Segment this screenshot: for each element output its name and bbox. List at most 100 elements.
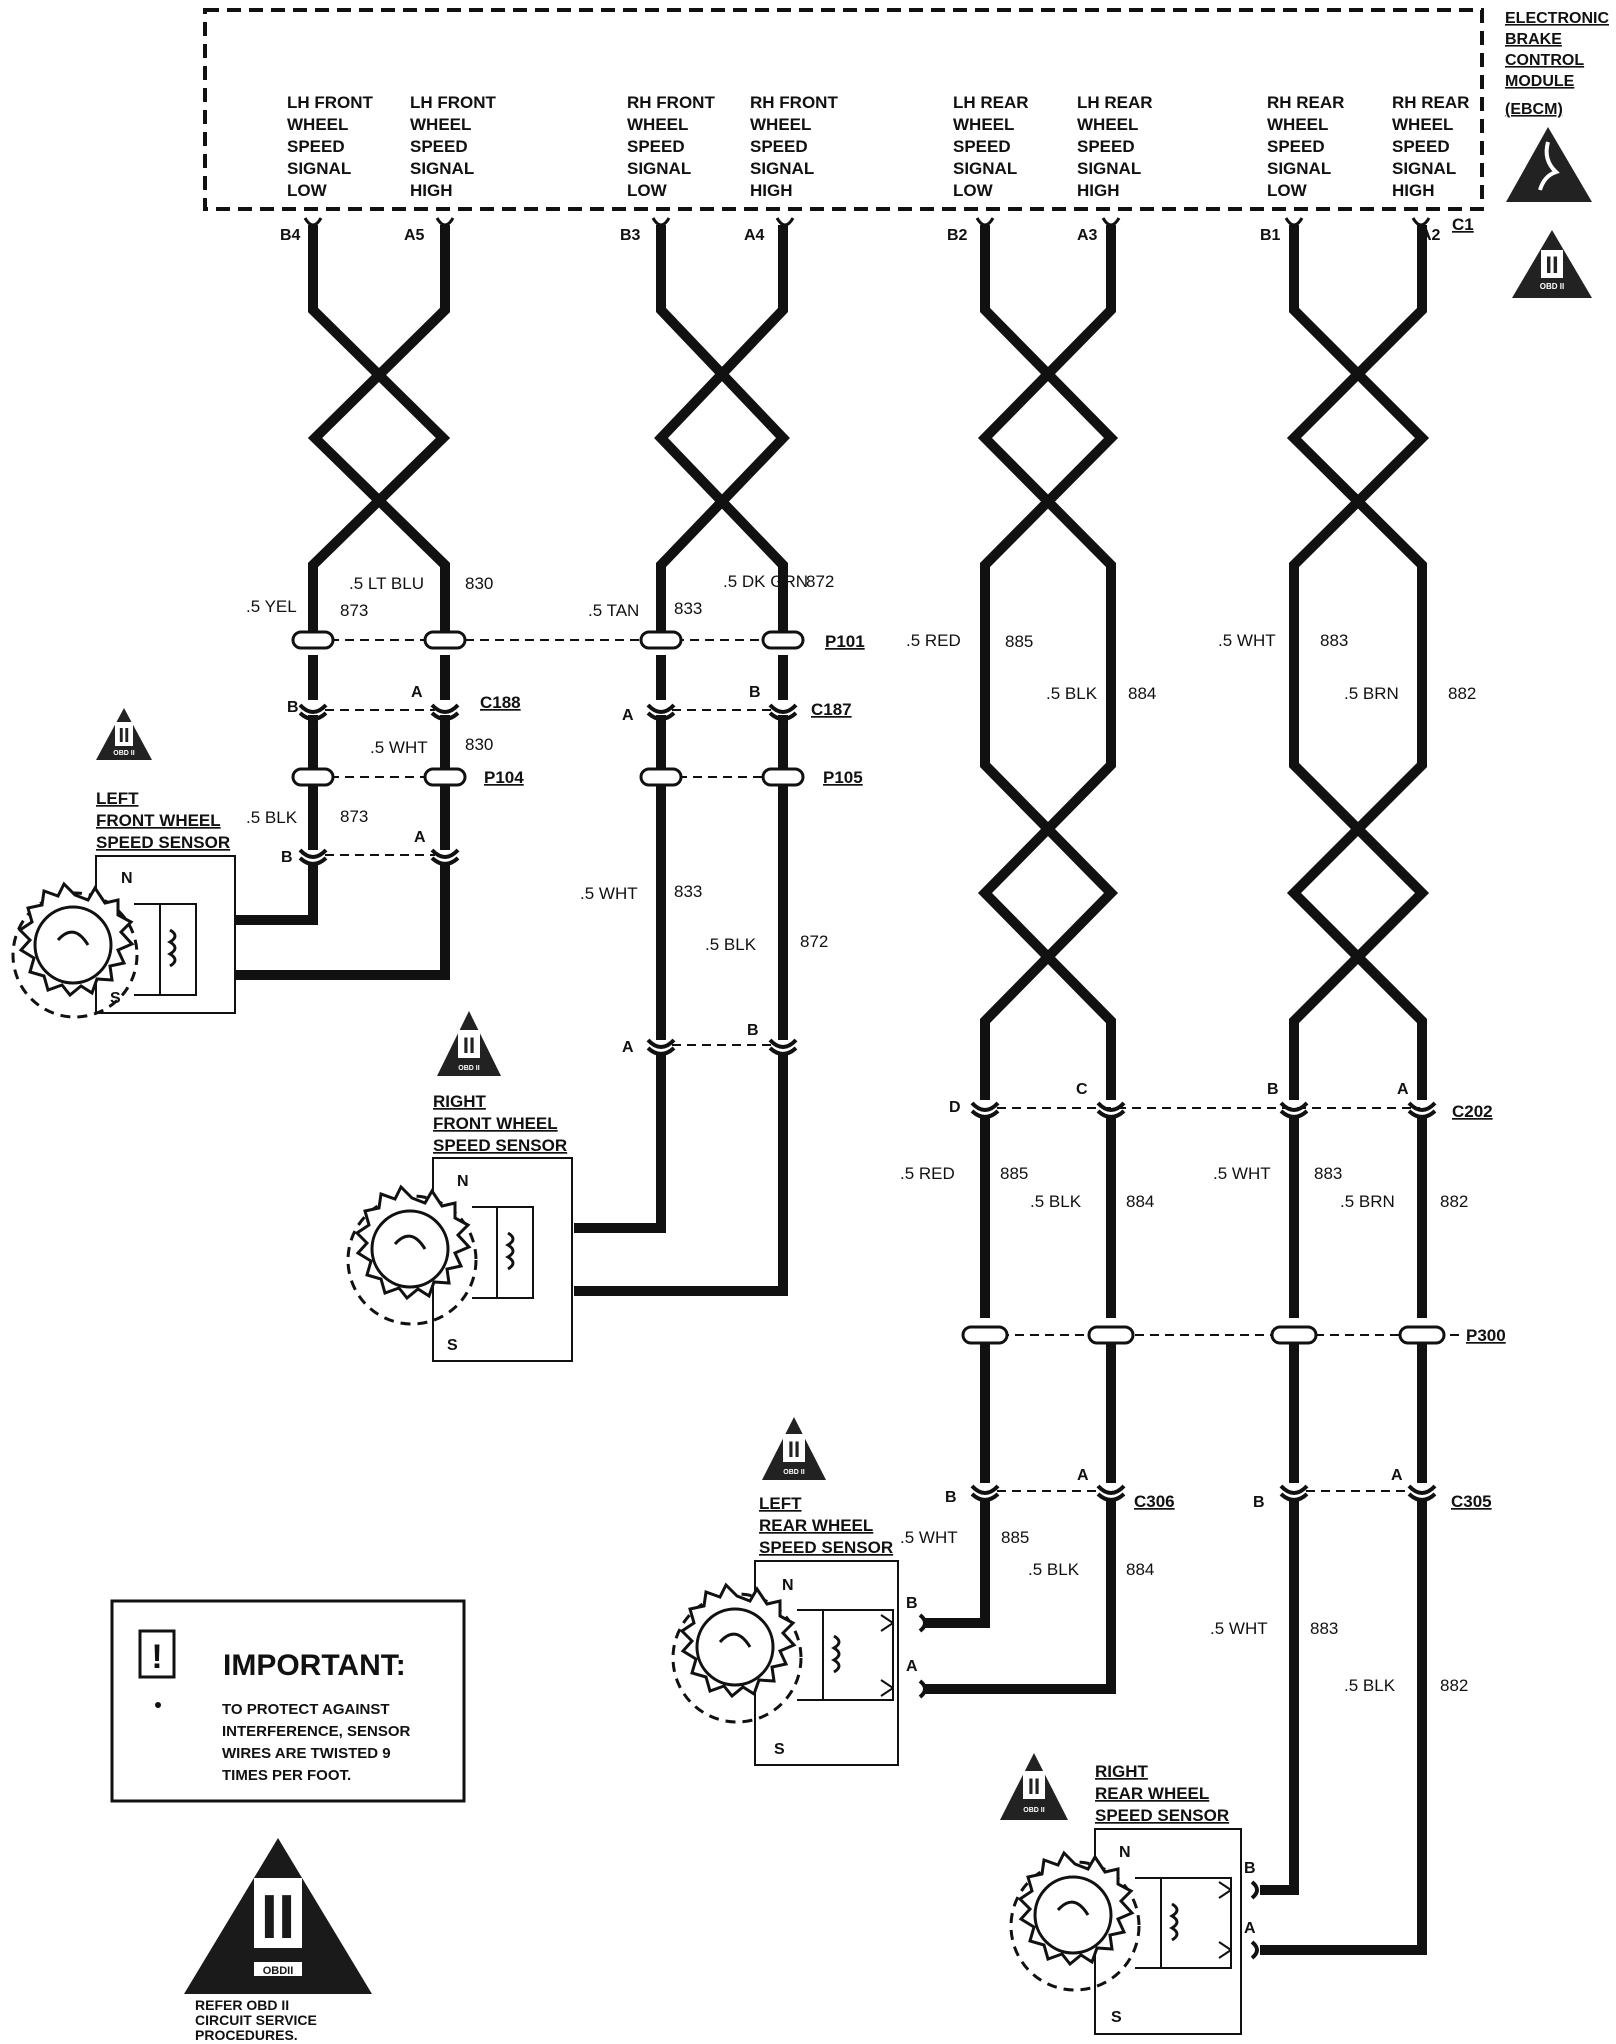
diagram-label: B <box>287 699 299 716</box>
diagram-label: C202 <box>1452 1102 1493 1121</box>
diagram-label: C306 <box>1134 1492 1175 1511</box>
diagram-label: C305 <box>1451 1492 1492 1511</box>
pin-a4: A4 <box>744 227 765 244</box>
ebcm-module: ELECTRONIC BRAKE CONTROL MODULE (EBCM) C… <box>203 8 1609 234</box>
diagram-label: FRONT WHEEL <box>433 1114 558 1133</box>
terminal-labels: LH FRONT WHEEL SPEED SIGNAL LOW LH FRONT WHEE… <box>287 93 1469 200</box>
diagram-label: 884 <box>1126 1192 1154 1211</box>
module-terminal-cups <box>303 217 1431 227</box>
diagram-label: REAR WHEEL <box>1095 1784 1209 1803</box>
diagram-label: .5 WHT <box>370 738 428 757</box>
diagram-label: II <box>261 1883 295 1952</box>
diagram-label: N <box>1119 1844 1131 1861</box>
diagram-label: LOW <box>953 181 994 200</box>
diagram-label: HIGH <box>410 181 453 200</box>
diagram-label: RH FRONT <box>750 93 838 112</box>
diagram-label: OBD II <box>113 750 134 757</box>
wire-lr-low <box>925 225 1119 1628</box>
diagram-label: .5 BLK <box>246 808 298 827</box>
diagram-label: HIGH <box>1392 181 1435 200</box>
diagram-label: A <box>1077 1467 1089 1484</box>
diagram-label: SPEED SENSOR <box>1095 1806 1229 1825</box>
diagram-label: 883 <box>1314 1164 1342 1183</box>
pin-b4: B4 <box>280 227 301 244</box>
left-rear-wheel-speed-sensor: LEFT REAR WHEEL SPEED SENSOR N S B A <box>671 1494 927 1766</box>
diagram-label: P101 <box>825 632 865 651</box>
diagram-label: WHEEL <box>1267 115 1328 134</box>
diagram-label: SIGNAL <box>1267 159 1331 178</box>
wire-rr-low <box>1260 225 1430 1895</box>
diagram-label: A <box>622 1039 634 1056</box>
diagram-label: PROCEDURES. <box>195 2027 298 2043</box>
connector-lf-sensor: B A <box>281 829 460 866</box>
diagram-label: .5 RED <box>906 631 961 650</box>
wire-lr-high <box>925 225 1116 1694</box>
diagram-label: SPEED SENSOR <box>759 1538 893 1557</box>
diagram-label: RIGHT <box>1095 1762 1149 1781</box>
connector-p101: P101 <box>291 630 865 651</box>
diagram-label: .5 BLK <box>1344 1676 1396 1695</box>
diagram-label: .5 BLK <box>705 935 757 954</box>
diagram-label: SIGNAL <box>1077 159 1141 178</box>
diagram-label: LH FRONT <box>410 93 497 112</box>
diagram-label: P105 <box>823 768 863 787</box>
diagram-label: LOW <box>627 181 668 200</box>
diagram-label: .5 RED <box>900 1164 955 1183</box>
diagram-label: II <box>463 1033 475 1058</box>
pin-a3: A3 <box>1077 227 1098 244</box>
obd-ii-triangle-icon: II OBD II <box>762 1417 826 1480</box>
diagram-label: 882 <box>1440 1676 1468 1695</box>
diagram-label: WHEEL <box>953 115 1014 134</box>
inline-connectors: P101 B A C188 A B C187 P104 <box>281 630 1506 1511</box>
diagram-label: A <box>906 1658 918 1675</box>
pin-b2: B2 <box>947 227 968 244</box>
diagram-label: SIGNAL <box>627 159 691 178</box>
pin-a5: A5 <box>404 227 425 244</box>
diagram-label: 882 <box>1448 684 1476 703</box>
diagram-label: HIGH <box>750 181 793 200</box>
diagram-label: LEFT <box>759 1494 802 1513</box>
diagram-label: INTERFERENCE, SENSOR <box>222 1723 411 1740</box>
diagram-label: B <box>1253 1494 1265 1511</box>
diagram-label: II <box>1545 252 1558 279</box>
diagram-label: 883 <box>1320 631 1348 650</box>
diagram-label: S <box>1111 2009 1122 2026</box>
diagram-label: C <box>1076 1081 1088 1098</box>
diagram-label: N <box>457 1173 469 1190</box>
diagram-label: TO PROTECT AGAINST <box>222 1701 390 1718</box>
diagram-label: SPEED <box>410 137 468 156</box>
diagram-label: B <box>945 1489 957 1506</box>
wire-rf-low <box>574 225 790 1233</box>
diagram-label: A <box>1244 1920 1256 1937</box>
diagram-label: .5 BRN <box>1340 1192 1395 1211</box>
diagram-label: TIMES PER FOOT. <box>222 1767 351 1784</box>
diagram-label: REAR WHEEL <box>759 1516 873 1535</box>
diagram-label: S <box>774 1741 785 1758</box>
diagram-label: LH FRONT <box>287 93 374 112</box>
diagram-label: WHEEL <box>287 115 348 134</box>
diagram-label: S <box>447 1337 458 1354</box>
diagram-label: .5 WHT <box>1218 631 1276 650</box>
right-front-wheel-speed-sensor: RIGHT FRONT WHEEL SPEED SENSOR N S <box>346 1092 573 1362</box>
connector-c202: D C B A C202 <box>949 1081 1493 1121</box>
diagram-label: SPEED SENSOR <box>96 833 230 852</box>
diagram-label: N <box>782 1577 794 1594</box>
pin-b3: B3 <box>620 227 641 244</box>
diagram-label: S <box>110 990 121 1007</box>
diagram-label: .5 TAN <box>588 601 639 620</box>
diagram-label: SPEED <box>287 137 345 156</box>
diagram-label: B <box>749 684 761 701</box>
diagram-label: RH FRONT <box>627 93 715 112</box>
ebcm-title-line-3: CONTROL <box>1505 52 1584 69</box>
esd-sensitive-icon <box>1506 127 1592 202</box>
diagram-label: .5 WHT <box>580 884 638 903</box>
right-rear-wheel-speed-sensor: RIGHT REAR WHEEL SPEED SENSOR N S B A <box>1009 1762 1259 2035</box>
diagram-label: D <box>949 1099 961 1116</box>
diagram-label: B <box>1244 1860 1256 1877</box>
diagram-label: LOW <box>287 181 328 200</box>
wire-lf-high <box>235 225 450 980</box>
diagram-label: LEFT <box>96 789 139 808</box>
